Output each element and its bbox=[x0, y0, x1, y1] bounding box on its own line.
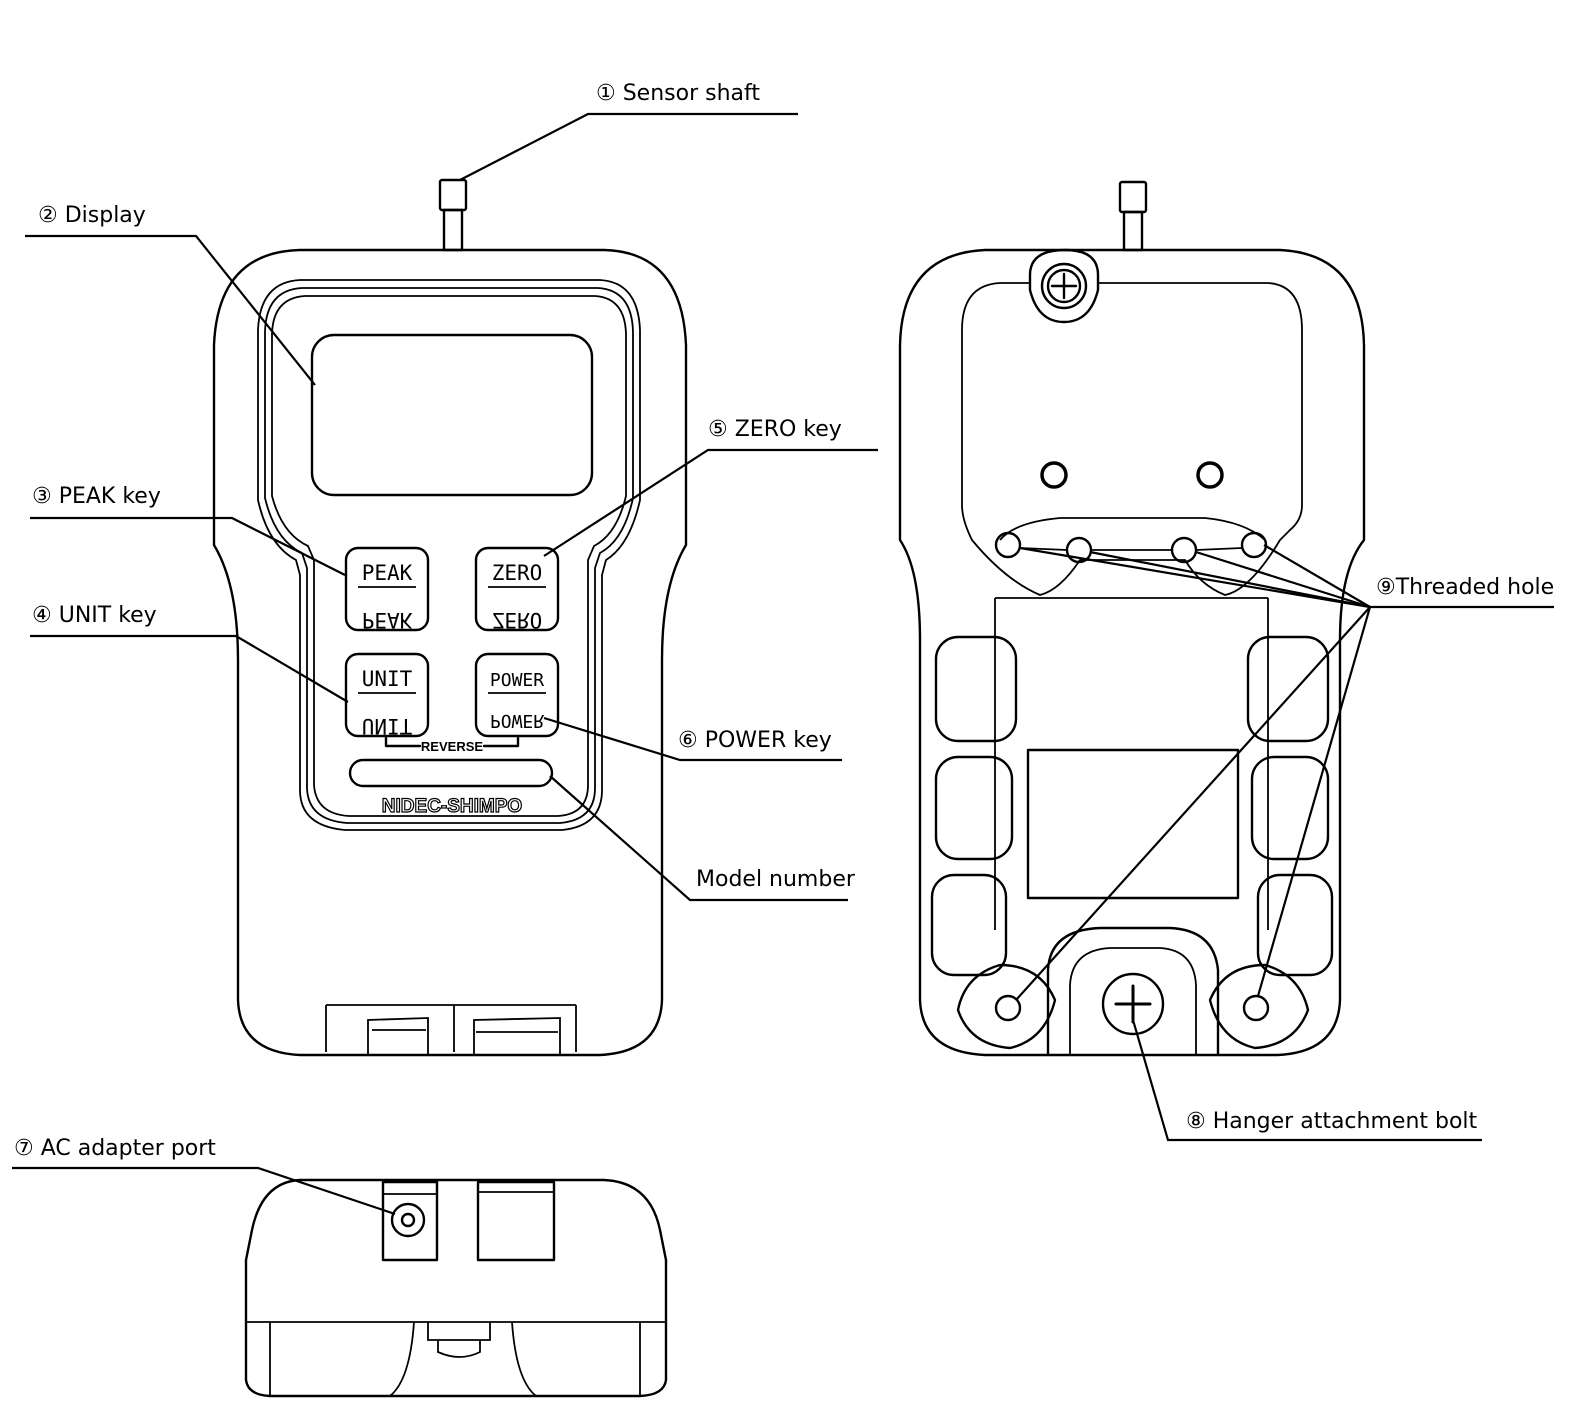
unit-key-button[interactable]: UNIT UNIT bbox=[344, 652, 430, 738]
zero-key-button[interactable]: ZERO ZERO bbox=[474, 546, 560, 632]
peak-key-label: PEAK bbox=[362, 561, 413, 585]
front-bezel-mid bbox=[264, 287, 634, 824]
unit-key-label-reversed: UNIT bbox=[362, 714, 413, 738]
label-display: ② Display bbox=[38, 203, 146, 228]
hanger-bolt-icon bbox=[1101, 972, 1165, 1036]
peak-key-button[interactable]: PEAK PEAK bbox=[344, 546, 430, 632]
front-view: PEAK PEAK ZERO ZERO UNIT UNIT POWER POWE… bbox=[212, 178, 688, 1057]
power-key-button[interactable]: POWER POWER bbox=[474, 652, 560, 738]
hanger-recess bbox=[1046, 926, 1220, 1057]
label-sensor-shaft: ① Sensor shaft bbox=[596, 81, 760, 106]
peak-key-label-reversed: PEAK bbox=[362, 608, 413, 632]
threaded-holes-top bbox=[994, 531, 1268, 564]
label-model-number: Model number bbox=[696, 867, 856, 892]
brand-logo: NIDEC-SHIMPO bbox=[382, 796, 522, 817]
back-hole-left bbox=[1040, 461, 1068, 489]
ac-adapter-port bbox=[381, 1180, 439, 1262]
front-display-screen bbox=[310, 333, 594, 497]
back-hole-right bbox=[1196, 461, 1224, 489]
callout-labels: ① Sensor shaft ② Display ③ PEAK key ④ UN… bbox=[14, 81, 1554, 1161]
label-unit-key: ④ UNIT key bbox=[32, 603, 157, 628]
bottom-view bbox=[244, 1178, 668, 1398]
label-hanger-bolt: ⑧ Hanger attachment bolt bbox=[1186, 1109, 1478, 1134]
back-sensor-shaft bbox=[1118, 180, 1148, 252]
side-grips-left bbox=[930, 635, 1018, 977]
back-body-outline bbox=[898, 248, 1366, 1057]
front-bezel-outer bbox=[257, 279, 641, 831]
label-power-key: ⑥ POWER key bbox=[678, 728, 832, 753]
reverse-label: REVERSE bbox=[421, 739, 483, 754]
model-number-plate bbox=[348, 758, 554, 788]
leader-lines bbox=[12, 112, 1554, 1216]
bottom-port-2 bbox=[476, 1180, 556, 1262]
front-body-outline bbox=[212, 248, 688, 1057]
label-peak-key: ③ PEAK key bbox=[32, 484, 161, 509]
power-key-label-reversed: POWER bbox=[490, 710, 544, 731]
back-label-area bbox=[1026, 748, 1240, 900]
front-sensor-shaft bbox=[438, 178, 468, 252]
zero-key-label: ZERO bbox=[492, 561, 543, 585]
label-ac-adapter-port: ⑦ AC adapter port bbox=[14, 1136, 216, 1161]
zero-key-label-reversed: ZERO bbox=[492, 608, 543, 632]
bottom-body-outline bbox=[244, 1178, 668, 1398]
front-bezel-inner bbox=[271, 295, 627, 817]
label-threaded-hole: ⑨Threaded hole bbox=[1376, 575, 1554, 600]
back-cover-recess bbox=[961, 282, 1303, 596]
unit-key-label: UNIT bbox=[362, 667, 413, 691]
back-view bbox=[898, 180, 1366, 1057]
label-zero-key: ⑤ ZERO key bbox=[708, 417, 842, 442]
side-grips-right bbox=[1246, 635, 1334, 977]
reverse-indicator: REVERSE bbox=[384, 736, 520, 754]
power-key-label: POWER bbox=[490, 670, 544, 691]
front-bottom-ports bbox=[325, 1004, 577, 1055]
